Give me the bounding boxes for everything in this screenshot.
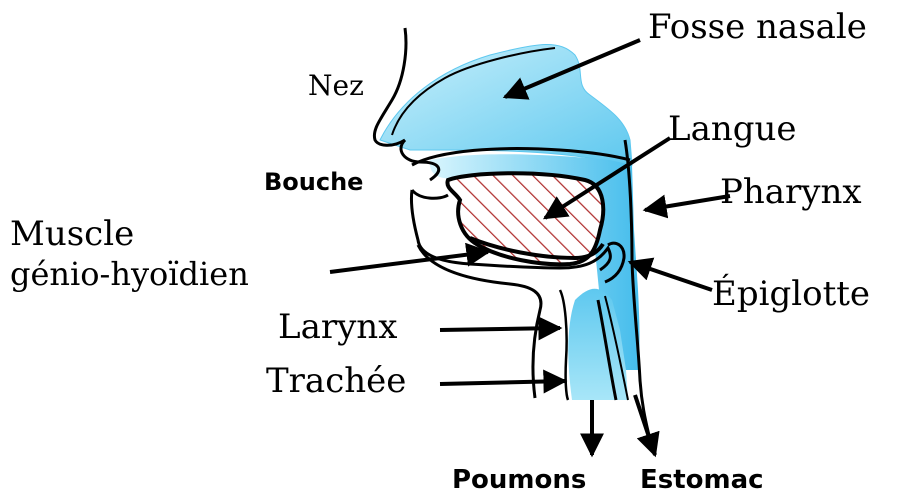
arrow-larynx	[440, 328, 560, 330]
label-larynx: Larynx	[278, 307, 397, 347]
label-stomach: Estomac	[640, 465, 764, 493]
tongue-shape	[447, 173, 603, 264]
label-tongue: Langue	[668, 109, 797, 149]
label-trachea: Trachée	[266, 361, 406, 401]
arrow-stomach	[635, 395, 655, 455]
label-muscle-line1: Muscle	[10, 214, 134, 254]
label-lungs: Poumons	[452, 465, 586, 493]
trachea-front-line	[560, 290, 568, 400]
label-pharynx: Pharynx	[720, 172, 862, 212]
label-nose: Nez	[308, 69, 364, 102]
label-mouth: Bouche	[264, 168, 363, 196]
arrow-muscle	[330, 252, 488, 272]
arrow-pharynx	[645, 196, 730, 210]
arrow-epiglottis	[630, 262, 712, 290]
arrow-trachea	[440, 381, 565, 384]
label-nasal-cavity: Fosse nasale	[648, 7, 867, 47]
label-muscle-line2: génio-hyoïdien	[10, 255, 249, 293]
nasal-cavity-shape	[380, 44, 632, 165]
label-epiglottis: Épiglotte	[712, 273, 870, 314]
